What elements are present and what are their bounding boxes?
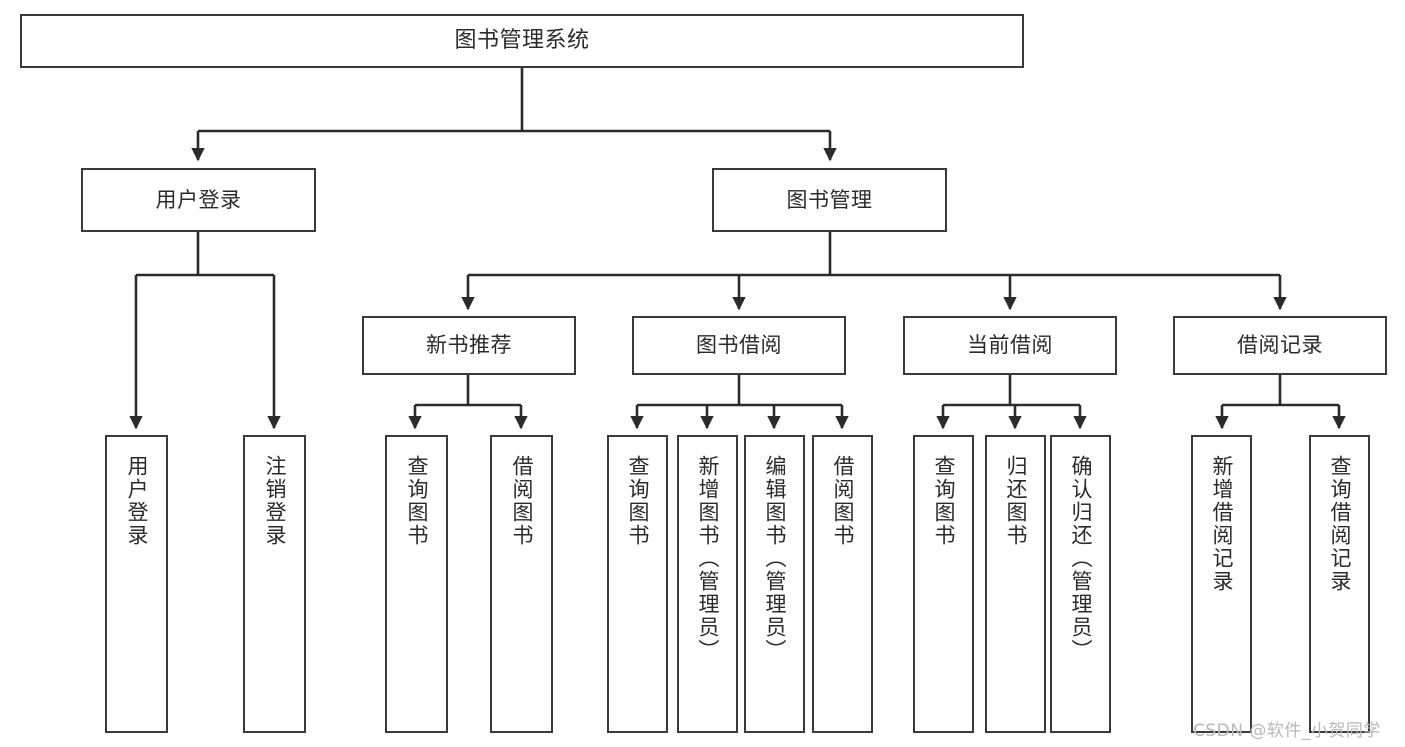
node-leaf-query-book-2[interactable]: 查询图书 [607, 435, 668, 733]
node-leaf-user-logout-label: 注销登录 [263, 455, 287, 547]
node-leaf-query-book-1[interactable]: 查询图书 [385, 435, 448, 733]
node-leaf-edit-book[interactable]: 编辑图书（管理员） [744, 435, 805, 733]
node-root[interactable]: 图书管理系统 [20, 14, 1024, 68]
node-leaf-return-book[interactable]: 归还图书 [985, 435, 1046, 733]
node-book-borrow-label: 图书借阅 [696, 333, 782, 358]
node-new-book-recommend[interactable]: 新书推荐 [362, 316, 576, 375]
node-leaf-query-book-1-label: 查询图书 [405, 455, 429, 547]
node-leaf-query-record[interactable]: 查询借阅记录 [1309, 435, 1370, 733]
node-leaf-user-login-label: 用户登录 [125, 455, 149, 547]
node-book-manage[interactable]: 图书管理 [712, 168, 947, 232]
node-leaf-add-record-label: 新增借阅记录 [1210, 455, 1234, 593]
csdn-watermark: CSDN @软件_小贺同学 [1193, 721, 1381, 741]
node-user-login-label: 用户登录 [155, 187, 242, 212]
node-leaf-edit-book-label: 编辑图书（管理员） [763, 455, 787, 662]
node-borrow-record[interactable]: 借阅记录 [1173, 316, 1387, 375]
node-leaf-confirm-return[interactable]: 确认归还（管理员） [1050, 435, 1111, 733]
node-leaf-add-book[interactable]: 新增图书（管理员） [677, 435, 738, 733]
node-current-borrow-label: 当前借阅 [967, 333, 1053, 358]
node-leaf-query-book-3[interactable]: 查询图书 [913, 435, 974, 733]
node-leaf-query-book-3-label: 查询图书 [932, 455, 956, 547]
node-leaf-query-book-2-label: 查询图书 [626, 455, 650, 547]
node-current-borrow[interactable]: 当前借阅 [903, 316, 1117, 375]
node-leaf-borrow-book-2[interactable]: 借阅图书 [812, 435, 873, 733]
node-user-login[interactable]: 用户登录 [81, 168, 316, 232]
node-leaf-confirm-return-label: 确认归还（管理员） [1069, 455, 1093, 662]
node-leaf-user-login[interactable]: 用户登录 [105, 435, 168, 733]
node-leaf-borrow-book-2-label: 借阅图书 [831, 455, 855, 547]
node-leaf-user-logout[interactable]: 注销登录 [243, 435, 306, 733]
node-leaf-query-record-label: 查询借阅记录 [1328, 455, 1352, 593]
node-leaf-add-record[interactable]: 新增借阅记录 [1191, 435, 1252, 733]
node-book-borrow[interactable]: 图书借阅 [632, 316, 846, 375]
node-borrow-record-label: 借阅记录 [1237, 333, 1323, 358]
node-leaf-add-book-label: 新增图书（管理员） [696, 455, 720, 662]
node-leaf-borrow-book-1[interactable]: 借阅图书 [490, 435, 553, 733]
node-root-label: 图书管理系统 [454, 28, 590, 54]
node-leaf-return-book-label: 归还图书 [1004, 455, 1028, 547]
node-leaf-borrow-book-1-label: 借阅图书 [510, 455, 534, 547]
node-book-manage-label: 图书管理 [786, 187, 873, 212]
node-new-book-recommend-label: 新书推荐 [426, 333, 512, 358]
